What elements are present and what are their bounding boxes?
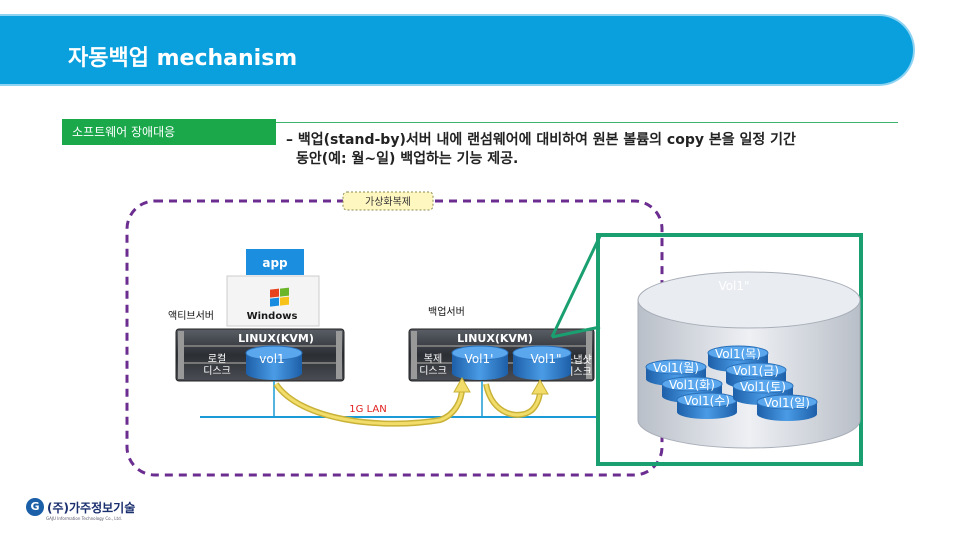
replica-disk-label-2: 디스크 (419, 365, 447, 377)
virtual-replication-badge (342, 191, 434, 211)
snapshot-disk-label-1: 스냅샷 (564, 354, 592, 366)
snapshot-volume-label: Vol1(수) (684, 394, 730, 408)
backup-server-label: 백업서버 (428, 305, 465, 318)
vol1-dprime-disk (512, 345, 572, 380)
snapshot-volume-label: Vol1(월) (653, 361, 699, 375)
snapshot-volume-label: Vol1(토) (740, 380, 786, 394)
logo-text: (주)가주정보기술 (47, 500, 136, 515)
section-description: – 백업(stand-by)서버 내에 랜섬웨어에 대비하여 원본 볼륨의 co… (286, 131, 896, 169)
description-line-1: – 백업(stand-by)서버 내에 랜섬웨어에 대비하여 원본 볼륨의 co… (286, 132, 796, 148)
snapshot-volume: Vol1(목) (707, 345, 769, 372)
logo-circle-icon: G (26, 498, 44, 516)
snapshot-volume: Vol1(일) (756, 394, 818, 421)
page-title: 자동백업 mechanism (68, 46, 298, 71)
section-divider (276, 122, 898, 123)
vol1-prime-label: Vol1' (465, 352, 494, 366)
snapshot-detail-frame (596, 233, 863, 466)
big-volume-label: Vol1" (718, 279, 749, 293)
callout-line-top (550, 235, 602, 338)
logo-subtext: GAJU Information Technology Co., Ltd. (46, 516, 122, 521)
vol1-disk (245, 345, 303, 380)
snapshot-volume: Vol1(화) (661, 376, 723, 403)
snapshot-volume-label: Vol1(목) (715, 347, 761, 361)
active-server-label: 액티브서버 (168, 310, 214, 322)
vol1-dprime-label: Vol1" (530, 352, 561, 366)
lan-label: 1G LAN (349, 404, 386, 415)
app-box (246, 249, 304, 275)
replication-arrow (273, 376, 471, 427)
section-tag: 소프트웨어 장애대응 (62, 119, 276, 145)
vol1-prime-disk (451, 345, 509, 380)
virtual-replication-label: 가상화복제 (365, 196, 411, 208)
vol1-label: vol1 (259, 352, 284, 366)
description-line-2: 동안(예: 월~일) 백업하는 기능 제공. (296, 151, 519, 167)
snapshot-volume-label: Vol1(일) (764, 396, 810, 410)
title-bar (0, 16, 913, 84)
snapshot-arrow (483, 378, 549, 418)
callout-line-bottom (551, 325, 601, 339)
snapshot-volume-label: Vol1(화) (669, 378, 715, 392)
company-logo: G (주)가주정보기술 (26, 498, 135, 516)
linux-kvm-left-label: LINUX(KVM) (238, 332, 314, 345)
app-label: app (262, 256, 288, 270)
linux-kvm-right-label: LINUX(KVM) (457, 332, 533, 345)
local-disk-label-1: 로컬 (208, 352, 226, 365)
windows-label: Windows (247, 311, 298, 322)
local-disk-label-2: 디스크 (203, 365, 231, 377)
snapshot-disk-label-2: 디스크 (564, 366, 592, 378)
snapshot-volume-label: Vol1(금) (733, 364, 779, 378)
windows-logo-icon (270, 287, 289, 307)
snapshot-volume: Vol1(수) (676, 392, 738, 419)
replica-disk-label-1: 복제 (424, 353, 442, 365)
snapshot-volumes: Vol1(월) Vol1(화) Vol1(수) Vol1(목) Vol1(금) Vol1(… (645, 345, 818, 421)
